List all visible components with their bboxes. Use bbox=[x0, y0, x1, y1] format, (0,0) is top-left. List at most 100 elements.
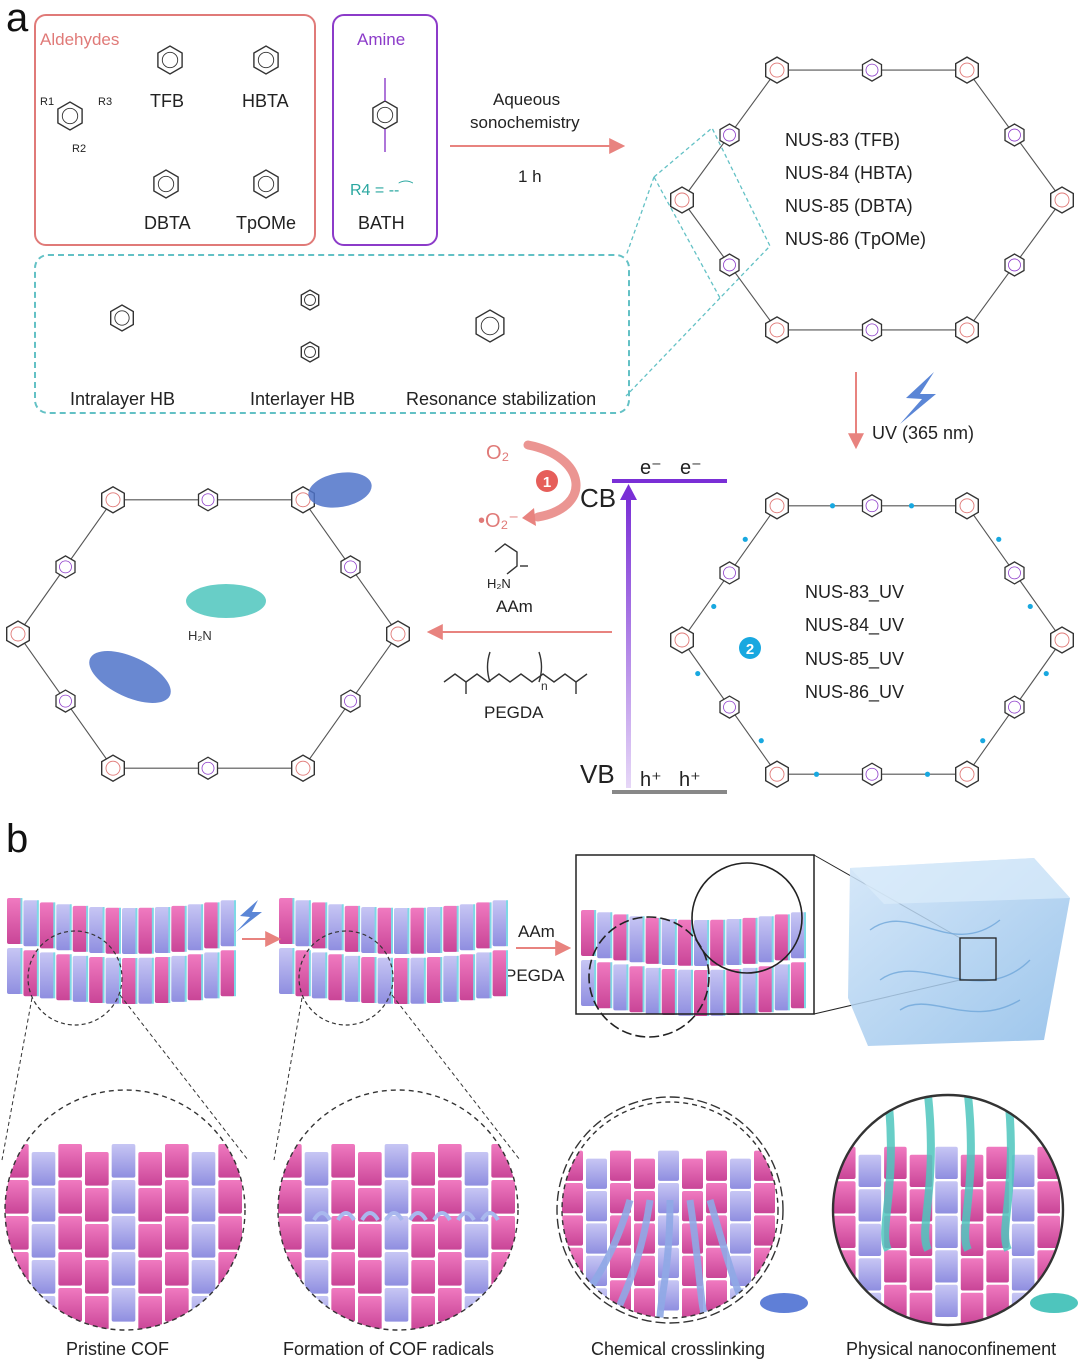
node-ring bbox=[1049, 186, 1075, 214]
cof-linker-strip bbox=[658, 967, 661, 1014]
radical-dot bbox=[813, 771, 820, 777]
cof-linker-strip bbox=[308, 950, 311, 997]
zoom-block bbox=[658, 1150, 679, 1181]
zoom-block bbox=[562, 1280, 583, 1311]
node-aromatic bbox=[105, 492, 121, 508]
cof-block-face bbox=[122, 908, 137, 954]
cof-block-face bbox=[394, 908, 409, 954]
linker-ring bbox=[719, 253, 740, 277]
linker-ring bbox=[197, 488, 219, 512]
zoom-block bbox=[411, 1296, 435, 1330]
linker-ring bbox=[861, 762, 883, 786]
cof-linker-strip bbox=[184, 955, 187, 1002]
cof-linker-strip bbox=[358, 905, 361, 952]
cof-block-face bbox=[629, 966, 644, 1013]
cof-block-face bbox=[7, 898, 22, 944]
cof-linker-strip bbox=[707, 920, 710, 966]
cof-label-nus85: NUS-85 (DBTA) bbox=[785, 196, 913, 216]
cof-block-face bbox=[710, 969, 725, 1016]
pegda-label: PEGDA bbox=[484, 703, 544, 722]
cof-block-face bbox=[39, 902, 55, 949]
cof-linker-strip bbox=[217, 902, 220, 949]
cof-linker-strip bbox=[69, 904, 72, 951]
cof-linker-strip bbox=[489, 902, 492, 949]
cof-block-face bbox=[279, 898, 294, 944]
radical-dot bbox=[1043, 670, 1049, 677]
cof-block-face bbox=[426, 907, 442, 954]
zoom-block bbox=[138, 1152, 162, 1186]
cof-block-face bbox=[443, 905, 458, 952]
zoom-block bbox=[358, 1296, 382, 1330]
aldehyde-r3-label: R3 bbox=[98, 96, 113, 108]
zoom-block bbox=[754, 1183, 775, 1214]
linker-ring bbox=[861, 318, 883, 342]
cof-linker-strip bbox=[151, 907, 154, 954]
cof-linker-strip bbox=[292, 898, 295, 944]
zoom-block bbox=[358, 1260, 382, 1294]
caption-cof-radicals: Formation of COF radicals bbox=[283, 1339, 495, 1359]
zoom-block bbox=[411, 1152, 435, 1186]
cof-3d-illustrations bbox=[7, 898, 806, 1016]
zoom-block bbox=[491, 1216, 515, 1250]
cof-linker-strip bbox=[787, 964, 790, 1011]
node-ring bbox=[765, 56, 789, 84]
cof-linker-strip bbox=[691, 969, 693, 1016]
aldehyde-tpome-label: TpOMe bbox=[236, 213, 297, 233]
zoom-block bbox=[706, 1150, 727, 1181]
zoom-block bbox=[304, 1152, 329, 1186]
cof-block-face bbox=[476, 902, 491, 949]
cof-linker-strip bbox=[755, 917, 758, 964]
cof-block-face bbox=[613, 914, 628, 961]
zoom-block bbox=[935, 1250, 958, 1283]
zoom-block bbox=[5, 1216, 29, 1250]
panel-b-letter: b bbox=[6, 817, 29, 861]
cof-block-face bbox=[710, 919, 725, 966]
hydrogel-cube bbox=[848, 858, 1070, 1046]
zoom-block bbox=[111, 1180, 136, 1214]
cof-linker-strip bbox=[119, 957, 121, 1004]
cof-block-face bbox=[72, 905, 88, 952]
node-aromatic bbox=[105, 760, 121, 776]
amine-r4-definition: R4 = --⁀ bbox=[350, 182, 413, 199]
cof-block-face bbox=[377, 957, 392, 1004]
cof-block-face bbox=[105, 907, 120, 954]
zoom-block bbox=[218, 1180, 242, 1214]
aldehyde-hbta-label: HBTA bbox=[242, 91, 289, 111]
linker-aromatic bbox=[865, 63, 879, 77]
benzene-ring bbox=[475, 309, 505, 343]
zoom-block bbox=[138, 1296, 162, 1330]
cof-block-face bbox=[344, 905, 360, 952]
cof-linker-strip bbox=[325, 952, 328, 999]
cof-block-face bbox=[89, 907, 104, 954]
zoom-block bbox=[858, 1258, 882, 1291]
zoom-block bbox=[986, 1181, 1009, 1214]
radical-dot bbox=[742, 536, 748, 542]
linker-ring bbox=[1004, 695, 1025, 719]
zoom-line-lower bbox=[625, 297, 721, 397]
zoom-block bbox=[833, 1284, 856, 1317]
zoom-block bbox=[586, 1288, 607, 1318]
radical-arc bbox=[480, 1211, 500, 1222]
zoom-block bbox=[111, 1216, 136, 1250]
linker-aromatic bbox=[723, 128, 736, 142]
cof-linker-strip bbox=[594, 960, 597, 1006]
cof-block-face bbox=[187, 954, 203, 1001]
node-ring bbox=[955, 316, 979, 344]
cof-linker-strip bbox=[489, 952, 492, 999]
uv-cof-label-nus85: NUS-85_UV bbox=[805, 649, 905, 669]
linker-ring bbox=[861, 58, 883, 82]
zoom-block bbox=[331, 1144, 355, 1178]
cof-block-face bbox=[597, 912, 612, 959]
cof-block-face bbox=[476, 952, 491, 999]
zoom-block bbox=[438, 1288, 462, 1322]
zoom-block bbox=[384, 1288, 409, 1322]
cof-block-face bbox=[204, 902, 219, 949]
cof-block-face bbox=[677, 919, 692, 966]
zoom-block bbox=[464, 1260, 489, 1294]
aromatic-circle bbox=[114, 310, 130, 326]
linker-ring bbox=[197, 756, 219, 780]
zoom-block bbox=[706, 1247, 727, 1279]
linker-ring bbox=[340, 555, 361, 579]
zoom-block bbox=[165, 1216, 189, 1250]
zoom-block bbox=[491, 1288, 515, 1322]
